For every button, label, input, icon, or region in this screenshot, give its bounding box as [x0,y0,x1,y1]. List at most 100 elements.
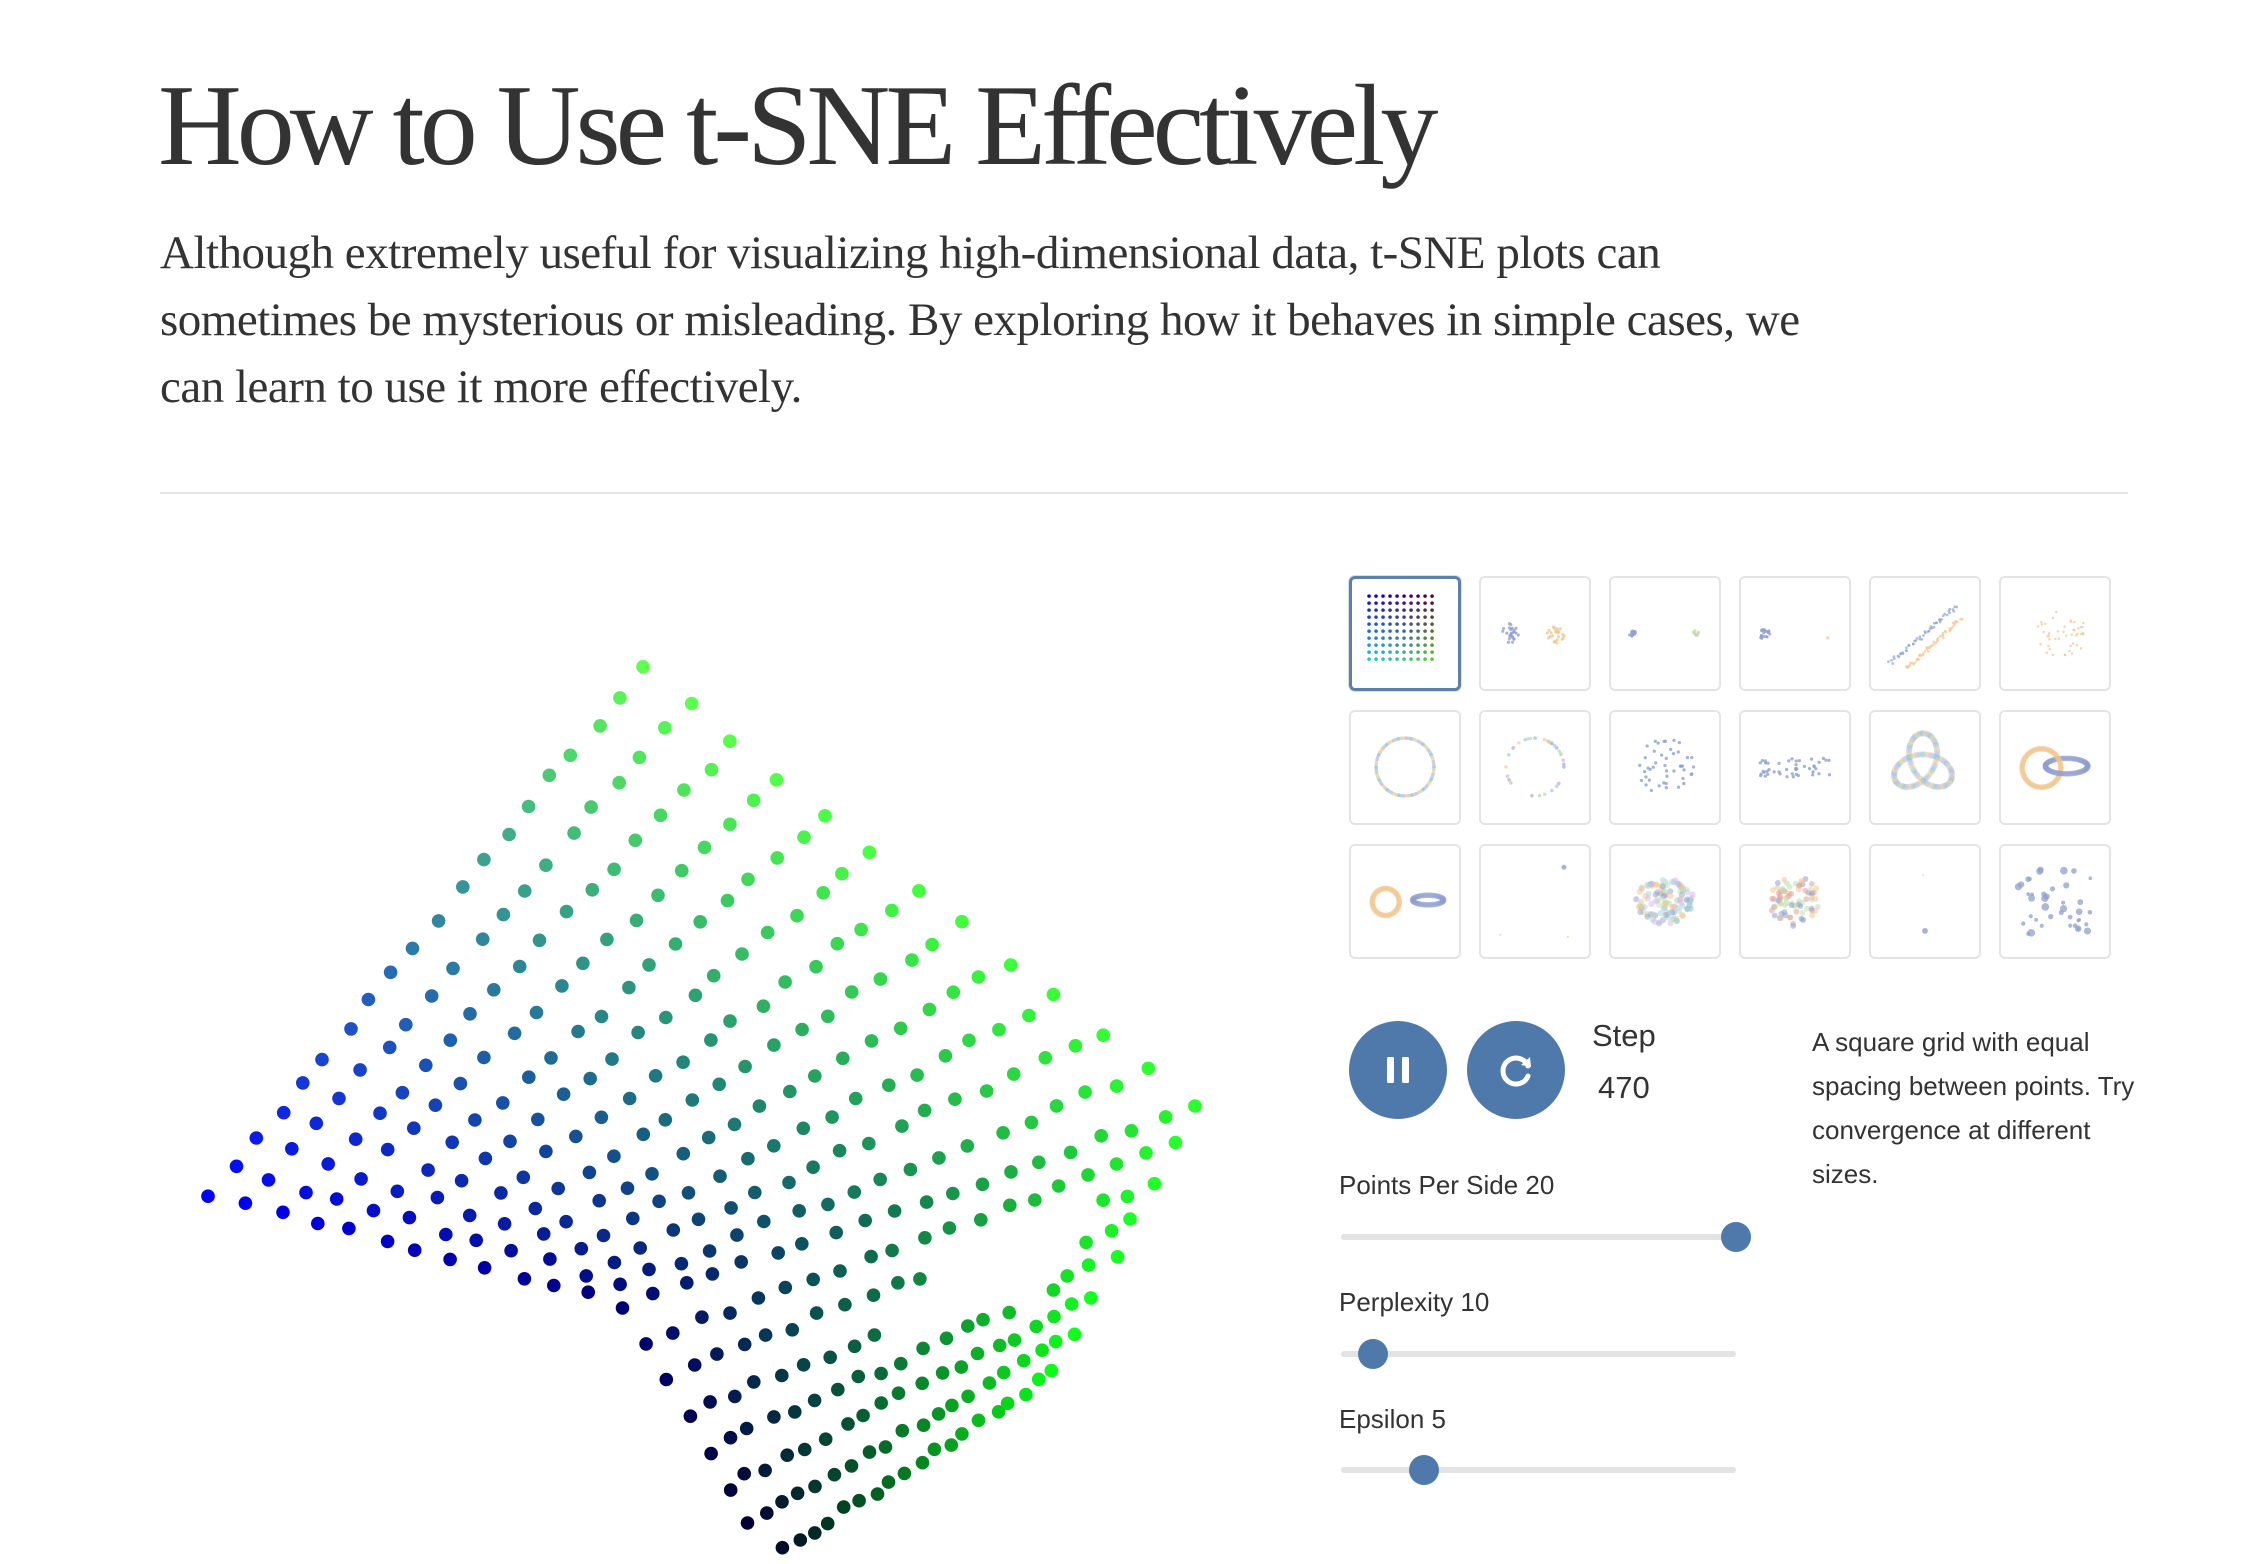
embedding-point [584,800,598,814]
embedding-point [878,1440,893,1454]
embedding-point [796,1121,811,1136]
embedding-point [395,1085,410,1100]
restart-button[interactable] [1467,1021,1565,1119]
embedding-point [913,1272,927,1286]
embedding-point [927,1442,942,1457]
embedding-point [723,817,737,832]
embedding-point [862,845,877,860]
embedding-point [567,826,581,840]
epsilon-slider-thumb[interactable] [1409,1455,1440,1485]
points-per-side-slider[interactable] [1341,1222,1751,1252]
embedding-point [574,1241,589,1256]
embedding-point [407,1121,421,1135]
embedding-point [1120,1189,1135,1204]
example-thumbnail[interactable] [1609,710,1721,825]
example-thumbnail[interactable] [1999,844,2111,959]
embedding-point [521,799,536,814]
embedding-point [737,1466,751,1481]
example-thumbnail[interactable] [1609,844,1721,959]
example-thumbnail[interactable] [1349,710,1461,825]
embedding-point [229,1159,244,1174]
embedding-point [1147,1176,1162,1191]
embedding-point [1096,1028,1110,1042]
epsilon-slider[interactable] [1341,1455,1736,1485]
embedding-point [1158,1110,1173,1124]
embedding-point [873,1172,887,1187]
embedding-point [615,1301,630,1315]
example-thumbnail[interactable] [1479,710,1591,825]
embedding-point [1016,1353,1031,1368]
embedding-point [1188,1099,1202,1113]
embedding-point [687,1358,702,1372]
example-thumbnail[interactable] [1869,844,1981,959]
embedding-point [856,1408,870,1423]
embedding-point [382,1040,397,1055]
embedding-point [477,852,491,867]
embedding-point [1081,1168,1095,1182]
embedding-point [299,1185,313,1200]
example-thumbnail[interactable] [1349,576,1461,691]
embedding-point [705,1267,720,1281]
embedding-point [1007,1333,1022,1347]
example-thumbnail[interactable] [1609,576,1721,691]
embedding-point [922,1002,937,1017]
embedding-point [658,721,672,735]
example-thumbnail[interactable] [1869,576,1981,691]
embedding-point [895,1423,910,1438]
embedding-point [858,1213,872,1228]
embedding-point [556,1087,571,1101]
uniform-cluster-grid-preview [2014,866,2093,937]
embedding-point [636,660,650,674]
example-thumbnail[interactable] [1869,710,1981,825]
embedding-point [629,913,644,928]
embedding-point [592,1193,606,1208]
embedding-point [652,1194,666,1209]
example-thumbnail[interactable] [1479,844,1591,959]
perplexity-slider[interactable] [1341,1339,1736,1369]
example-thumbnail[interactable] [1349,844,1461,959]
embedding-point [844,985,859,999]
embedding-point [1139,1146,1153,1160]
embedding-point [954,1360,969,1374]
embedding-point [276,1105,291,1120]
embedding-point [666,1326,680,1340]
embedding-point [569,1129,583,1144]
embedding-point [695,1310,709,1324]
embedding-point [851,1369,866,1384]
embedding-point [730,1228,744,1242]
embedding-point [783,1084,797,1099]
embedding-point [366,1203,381,1218]
example-thumbnail[interactable] [1999,710,2111,825]
embedding-point [741,1151,755,1166]
perplexity-slider-thumb[interactable] [1358,1339,1389,1369]
embedding-point [771,1246,785,1260]
embedding-point [737,1337,752,1352]
example-thumbnail[interactable] [1999,576,2111,691]
example-thumbnail[interactable] [1739,710,1851,825]
embedding-point [659,1372,674,1387]
embedding-point [607,862,621,877]
embedding-point [642,958,656,972]
embedding-point [261,1173,276,1187]
embedding-point [497,1217,512,1231]
pause-button[interactable] [1349,1021,1447,1119]
embedding-point [808,1526,822,1540]
embedding-point [821,1197,835,1212]
points-per-side-slider-thumb[interactable] [1721,1222,1751,1252]
example-thumbnail[interactable] [1739,844,1851,959]
embedding-point [276,1205,290,1220]
embedding-point [1002,1305,1016,1320]
embedding-point [468,1113,482,1127]
embedding-point [903,1162,918,1177]
embedding-point [477,1261,492,1275]
embedding-point [971,970,986,984]
embedding-point [1109,1157,1124,1171]
example-thumbnail[interactable] [1479,576,1591,691]
embedding-point [201,1189,215,1203]
example-thumbnail[interactable] [1739,576,1851,691]
embedding-point [767,1038,781,1052]
sparse-points-preview [1922,874,1928,934]
embedding-point [823,1350,837,1365]
embedding-point [658,1113,673,1127]
embedding-point [971,1413,986,1428]
